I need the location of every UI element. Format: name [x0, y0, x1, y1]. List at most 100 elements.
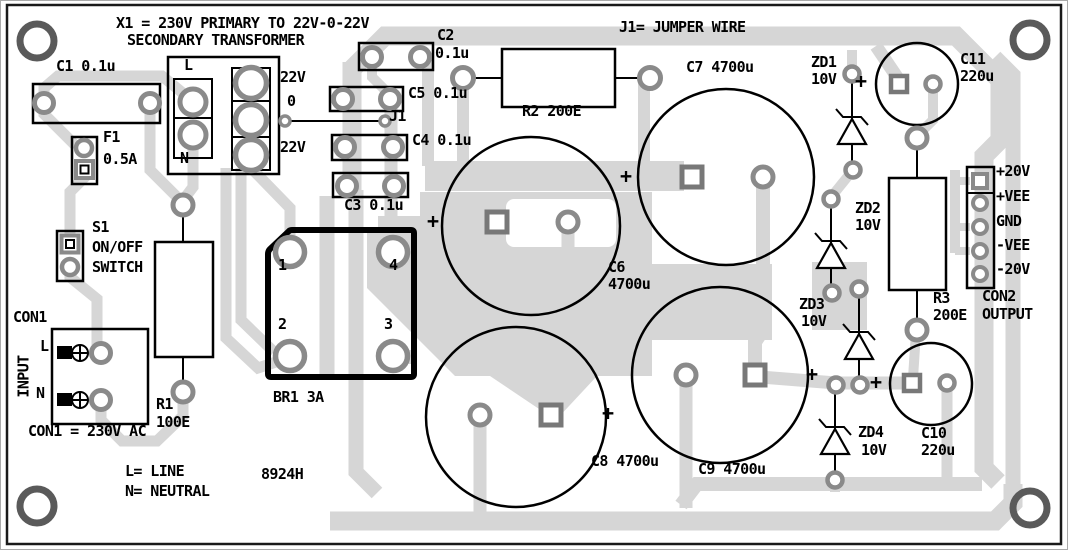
component-zd3 — [842, 279, 876, 395]
label-f1-ref: F1 — [103, 128, 120, 146]
label-con2-pin-20vm: -20V — [996, 260, 1030, 278]
label-r3-ref: R3 — [933, 289, 950, 307]
component-r3 — [887, 125, 948, 343]
label-s1-desc2: SWITCH — [92, 258, 143, 276]
component-c9 — [630, 285, 810, 465]
mount-hole-bl — [16, 485, 58, 527]
label-c11-ref: C11 — [960, 50, 986, 68]
label-zd1-value: 10V — [811, 70, 837, 88]
label-con2-pin-gnd: GND — [996, 212, 1022, 230]
label-con2-pin-veep: +VEE — [996, 187, 1030, 205]
label-br1-pin4: 4 — [389, 256, 398, 274]
label-con1-neutral: N — [36, 384, 45, 402]
label-con2-pin-20vp: +20V — [996, 162, 1030, 180]
label-zd2-ref: ZD2 — [855, 199, 881, 217]
label-zd4-ref: ZD4 — [858, 423, 884, 441]
label-zd4-value: 10V — [861, 441, 887, 459]
label-c6-value: 4700u — [608, 275, 651, 293]
component-br1 — [265, 227, 417, 380]
label-x1-22v-a: 22V — [280, 68, 306, 86]
label-br1-pin1: 1 — [278, 256, 287, 274]
component-c3 — [331, 171, 410, 199]
component-c7 — [636, 87, 816, 267]
label-con1-role: INPUT — [14, 355, 33, 398]
component-c1 — [31, 82, 162, 125]
component-zd1 — [835, 64, 869, 180]
label-con2-role: OUTPUT — [982, 305, 1033, 323]
label-r3-value: 200E — [933, 306, 967, 324]
con1-l-mark — [57, 346, 72, 359]
label-con1-line: L — [40, 337, 49, 355]
label-con1-ref: CON1 — [13, 308, 47, 326]
mounting-holes — [16, 19, 1051, 529]
label-c10-value: 220u — [921, 441, 955, 459]
label-c6-ref: C6 — [608, 258, 625, 276]
mount-hole-br — [1009, 487, 1051, 529]
label-c2-ref: C2 — [437, 26, 454, 44]
label-x1-0v: 0 — [287, 92, 296, 110]
label-x1-22v-b: 22V — [280, 138, 306, 156]
component-c4 — [330, 133, 409, 162]
component-j1 — [278, 114, 392, 128]
polarity-plus-c8: + — [602, 401, 615, 425]
label-c9: C9 4700u — [698, 460, 766, 478]
component-r2 — [450, 47, 663, 109]
component-f1 — [70, 135, 99, 186]
polarity-plus-c11: + — [855, 69, 868, 93]
label-zd2-value: 10V — [855, 216, 881, 234]
label-c2-value: 0.1u — [435, 44, 469, 62]
label-br1-pin3: 3 — [384, 315, 393, 333]
screw-terminal-icon — [71, 344, 89, 409]
label-br1: BR1 3A — [273, 388, 324, 406]
note-transformer-2: SECONDARY TRANSFORMER — [127, 31, 305, 49]
label-c4: C4 0.1u — [412, 131, 472, 149]
component-con2 — [965, 165, 996, 290]
component-con1 — [50, 327, 150, 426]
polarity-plus-c7: + — [620, 164, 633, 188]
label-r1-ref: R1 — [156, 395, 173, 413]
component-c10 — [888, 341, 974, 427]
component-s1 — [55, 229, 85, 283]
label-c8: C8 4700u — [591, 452, 659, 470]
component-r1 — [153, 192, 215, 405]
component-zd4 — [818, 375, 852, 490]
label-x1-line: L — [184, 56, 193, 74]
note-neutral: N= NEUTRAL — [125, 482, 210, 500]
component-zd2 — [814, 189, 848, 303]
label-zd3-ref: ZD3 — [799, 295, 825, 313]
note-line: L= LINE — [125, 462, 185, 480]
note-con1-voltage: CON1 = 230V AC — [28, 422, 147, 440]
polarity-plus-c10: + — [870, 370, 883, 394]
mount-hole-tr — [1009, 19, 1051, 61]
board-code: 8924H — [261, 465, 304, 483]
label-s1-desc1: ON/OFF — [92, 238, 143, 256]
copper-local — [870, 42, 968, 482]
label-c5: C5 0.1u — [408, 84, 468, 102]
label-c3: C3 0.1u — [344, 196, 404, 214]
label-zd3-value: 10V — [801, 312, 827, 330]
label-j1: J1 — [389, 107, 406, 125]
component-c5 — [328, 85, 405, 113]
component-c6 — [440, 135, 622, 317]
label-x1-neutral: N — [180, 149, 189, 167]
copper-pour — [367, 192, 867, 420]
label-r2: R2 200E — [522, 102, 582, 120]
label-s1-ref: S1 — [92, 218, 109, 236]
label-con2-ref: CON2 — [982, 287, 1016, 305]
label-f1-value: 0.5A — [103, 150, 137, 168]
label-c11-value: 220u — [960, 67, 994, 85]
label-zd1-ref: ZD1 — [811, 53, 837, 71]
label-c7: C7 4700u — [686, 58, 754, 76]
component-x1-connector — [166, 55, 281, 176]
label-con2-pin-veem: -VEE — [996, 236, 1030, 254]
polarity-plus-c6: + — [427, 209, 440, 233]
board-outline — [5, 3, 1063, 546]
note-jumper: J1= JUMPER WIRE — [619, 18, 746, 36]
label-r1-value: 100E — [156, 413, 190, 431]
component-c8 — [424, 325, 608, 509]
mount-hole-tl — [16, 20, 58, 62]
label-c1: C1 0.1u — [56, 57, 116, 75]
